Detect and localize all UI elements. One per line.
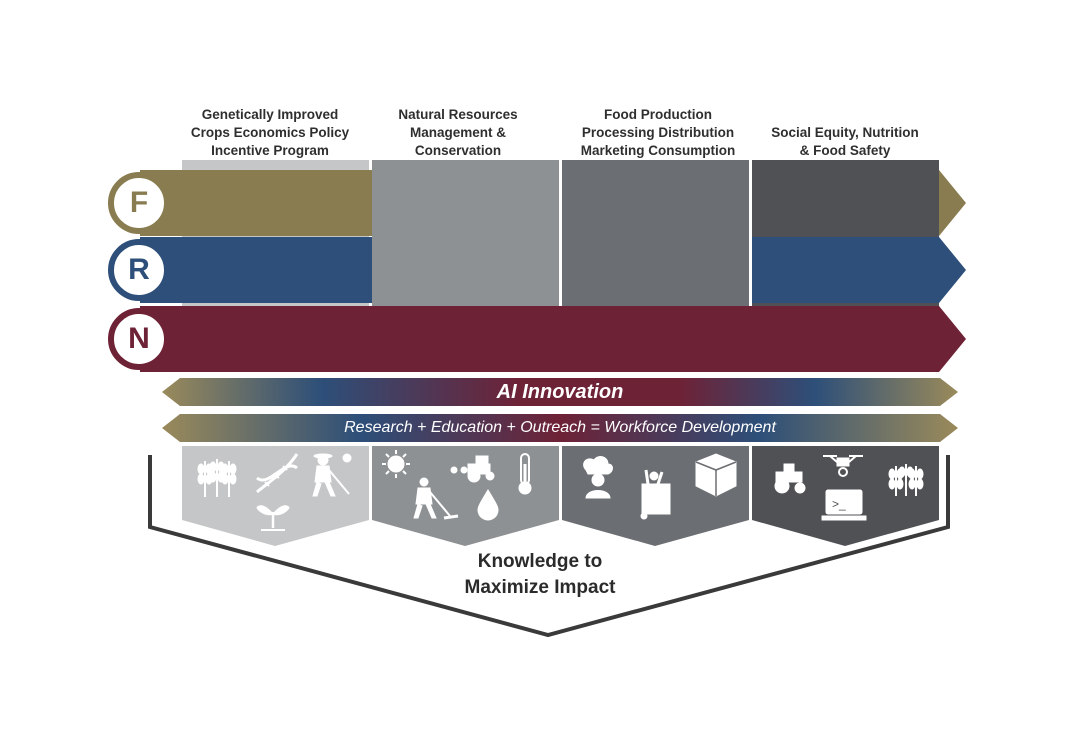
- water-drop-icon: [477, 489, 499, 521]
- column-natural-resources: [372, 160, 559, 312]
- workforce-label: Research + Education + Outreach = Workfo…: [344, 419, 776, 436]
- farmer-icon: [312, 453, 352, 497]
- wheat-icon: [888, 464, 924, 496]
- thermometer-icon: [518, 453, 532, 495]
- icon-panel-natural: [372, 446, 559, 546]
- sun-icon: [382, 450, 410, 478]
- row-r-letter: R: [128, 253, 150, 286]
- laptop-icon: >_: [821, 489, 867, 521]
- drone-icon: [823, 455, 863, 477]
- dna-icon: [256, 453, 299, 494]
- row-n-badge: N: [108, 308, 170, 370]
- ai-innovation-label: AI Innovation: [496, 381, 624, 403]
- wheat-icon: [197, 459, 237, 497]
- row-r-bar: [140, 237, 966, 303]
- row-r-badge: R: [108, 239, 170, 301]
- bracket-outline: [148, 455, 950, 638]
- ai-innovation-band: [162, 378, 958, 406]
- knowledge-caption: Knowledge to Maximize Impact: [464, 551, 616, 598]
- svg-text:>_: >_: [832, 497, 846, 511]
- farmer-hoe-icon: [413, 477, 459, 520]
- row-n-letter: N: [128, 322, 150, 355]
- column-food-production: [562, 160, 749, 312]
- box-checklist-icon: [695, 453, 737, 497]
- seedling-icon: [256, 505, 290, 531]
- row-f-letter: F: [129, 186, 149, 219]
- row-n-bar: [140, 306, 966, 372]
- row-f-badge: F: [108, 172, 170, 234]
- workforce-band: [162, 414, 958, 442]
- tractor-icon: [774, 463, 806, 494]
- chef-icon: [583, 456, 613, 499]
- column-header-social-equity: Social Equity, Nutrition& Food Safety: [771, 125, 919, 158]
- tractor-icon: [450, 455, 495, 483]
- row-f-bar: [140, 170, 966, 236]
- grocery-bag-icon: [640, 469, 671, 520]
